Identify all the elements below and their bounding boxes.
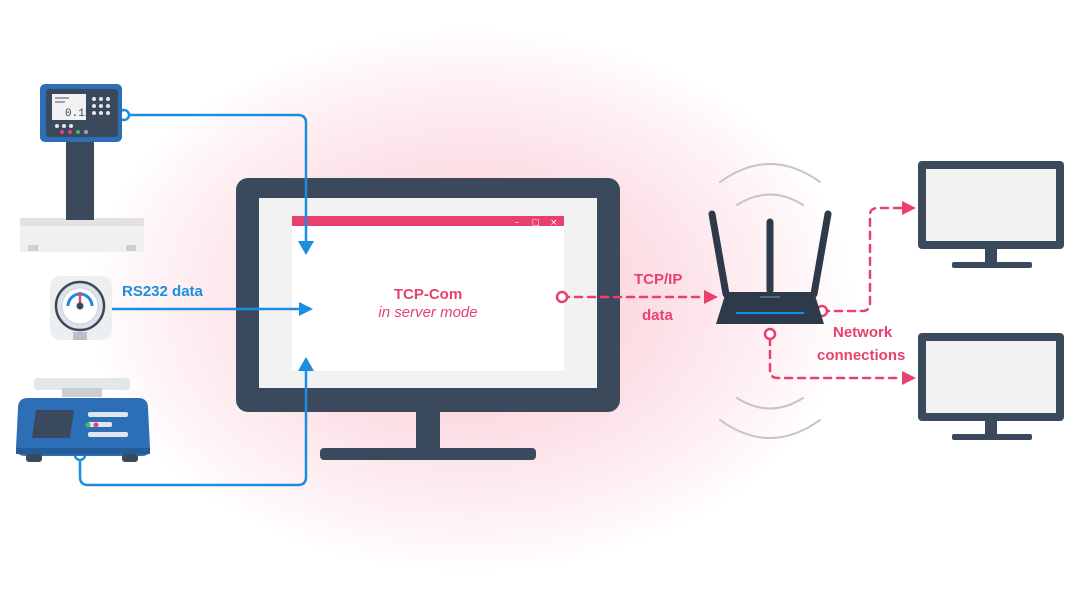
close-button[interactable]: × bbox=[550, 218, 558, 228]
network-line-top-client bbox=[820, 206, 904, 313]
data-label: data bbox=[642, 307, 673, 324]
arrowhead-right bbox=[299, 302, 313, 316]
window-titlebar bbox=[292, 216, 564, 226]
serial-lines bbox=[78, 113, 308, 487]
network-label: Network bbox=[833, 324, 893, 341]
serial-line-top bbox=[122, 113, 308, 246]
svg-text:0.12: 0.12 bbox=[65, 108, 91, 120]
app-title: TCP-Com bbox=[393, 286, 463, 303]
connections-label: connections bbox=[817, 347, 906, 364]
serial-line-bottom bbox=[78, 368, 308, 487]
client-monitor-bottom bbox=[918, 333, 1064, 440]
router-icon bbox=[708, 163, 832, 439]
rs232-label: RS232 data bbox=[122, 283, 203, 300]
minimize-button[interactable]: – bbox=[515, 218, 519, 227]
network-connectors bbox=[555, 290, 829, 341]
client-monitor-top bbox=[918, 161, 1064, 268]
tcp-com-window: – □ × bbox=[292, 216, 564, 371]
arrowhead-down bbox=[298, 241, 314, 255]
wifi-waves-icon bbox=[719, 163, 821, 439]
pressure-gauge-icon bbox=[50, 276, 112, 340]
arrowhead-up bbox=[298, 357, 314, 371]
tcp-ip-label: TCP/IP bbox=[634, 271, 683, 288]
serial-arrowheads bbox=[298, 241, 314, 371]
network-arrowheads bbox=[704, 201, 916, 385]
network-line-bottom-client bbox=[768, 336, 904, 380]
network-lines bbox=[560, 206, 904, 380]
maximize-button[interactable]: □ bbox=[532, 218, 540, 227]
bench-scale-icon bbox=[16, 378, 150, 462]
platform-scale-icon: 0.12 bbox=[20, 84, 144, 252]
app-subtitle: in server mode bbox=[378, 304, 478, 321]
